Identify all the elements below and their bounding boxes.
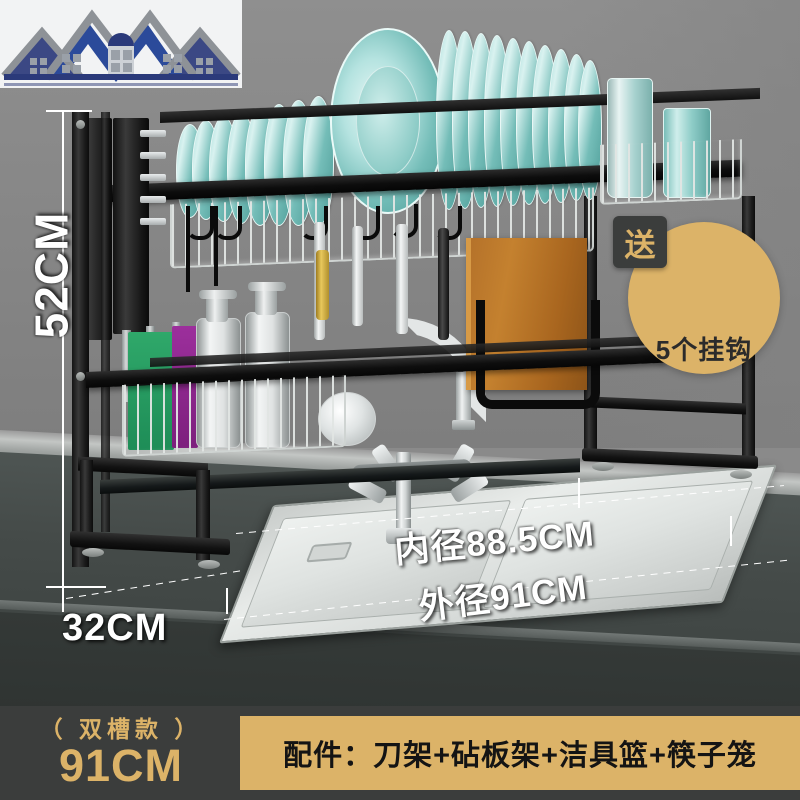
wall-shadow xyxy=(560,0,800,448)
sink-overflow-hole xyxy=(305,541,353,563)
house-roof-icon xyxy=(1,9,241,82)
banner-model-note: （ 双槽款 ） xyxy=(39,715,203,742)
banner-model-block: （ 双槽款 ） 91CM xyxy=(0,706,242,800)
utility-wire-bars xyxy=(124,375,344,455)
utensil-black xyxy=(438,228,449,340)
logo-underline-secondary xyxy=(4,83,238,86)
dim-cap-inner-right xyxy=(578,478,580,508)
cup-wire-bars xyxy=(602,139,740,203)
foot-pad-left-a xyxy=(82,548,104,557)
rack-leg-left-front xyxy=(80,460,93,546)
soap-pump-2 xyxy=(255,288,277,315)
rack-post-left xyxy=(72,112,89,567)
rack-post-left-inner xyxy=(101,112,110,532)
banner-accessories-block: 配件：刀架+砧板架+洁具篮+筷子笼 xyxy=(240,716,800,790)
utensil-gold xyxy=(316,250,329,320)
utensil-white-2 xyxy=(352,226,363,326)
banner-accessories-text: 配件：刀架+砧板架+洁具篮+筷子笼 xyxy=(283,740,757,772)
post-rivet-top xyxy=(76,120,85,129)
large-plate-center xyxy=(356,66,420,176)
dim-cap-depth-right xyxy=(226,588,228,614)
faucet-base xyxy=(386,528,422,544)
foot-pad-right-b xyxy=(730,470,752,479)
gift-badge-caption: 5个挂钩 xyxy=(655,335,753,365)
utensil-ladle-handle xyxy=(396,224,408,334)
foot-pad-left-b xyxy=(198,560,220,569)
soap-pump-head-2 xyxy=(248,282,286,291)
brand-logo xyxy=(0,0,242,88)
banner-size: 91CM xyxy=(58,740,184,792)
logo-underline xyxy=(4,74,238,80)
dim-line-height xyxy=(62,110,64,588)
dim-label-height: 52CM xyxy=(25,211,78,339)
dim-label-depth: 32CM xyxy=(62,607,168,649)
gift-badge-tag: 送 xyxy=(613,216,667,268)
cup-wire-basket xyxy=(600,139,742,205)
post-rivet-mid xyxy=(76,372,85,381)
dim-cap-height-top xyxy=(46,110,92,112)
faucet-aerator xyxy=(452,420,475,430)
dim-cap-height-bottom xyxy=(46,586,106,588)
dim-cap-inner-right2 xyxy=(730,516,732,546)
soap-pump-head-1 xyxy=(199,290,237,299)
foot-pad-right-a xyxy=(592,462,614,471)
dim-cap-depth-left xyxy=(62,588,64,612)
soap-pump-1 xyxy=(206,296,228,322)
utility-wire-basket xyxy=(122,375,346,457)
